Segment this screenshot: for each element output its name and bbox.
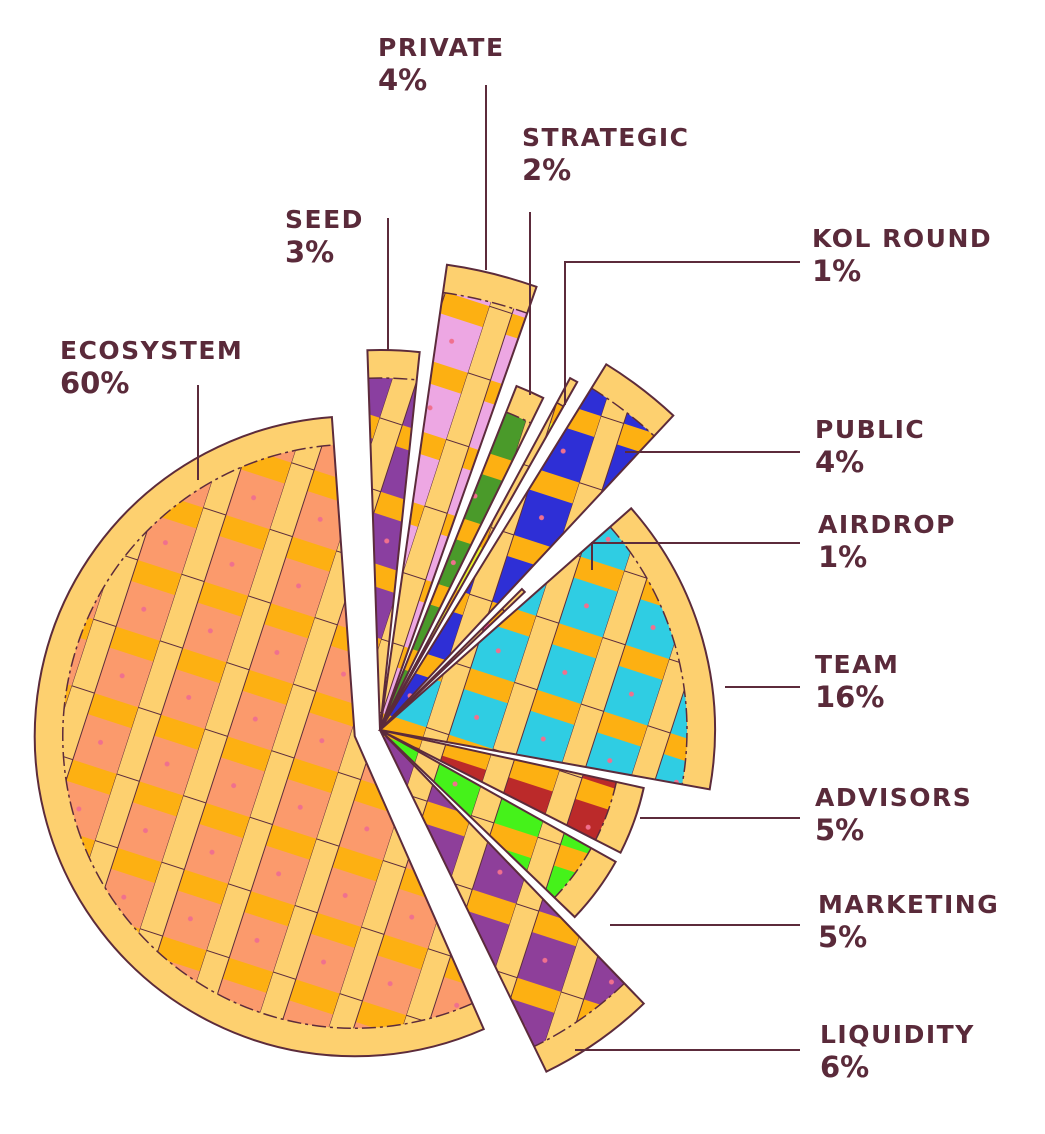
slice-crust-edge — [442, 291, 528, 314]
slice-name: TEAM — [815, 650, 900, 679]
slice-outline — [379, 263, 538, 731]
slice-ecosystem — [33, 416, 486, 1058]
slice-crust-edge — [62, 444, 473, 1029]
slice-outline — [379, 362, 675, 731]
slice-outline — [366, 349, 421, 731]
slice-crust — [442, 264, 537, 314]
slice-liquidity — [379, 729, 646, 1073]
slice-value: 60% — [60, 366, 130, 400]
slice-outline — [379, 587, 527, 731]
slice-lattice — [380, 386, 544, 730]
slice-value: 6% — [820, 1050, 870, 1084]
slice-name: LIQUIDITY — [820, 1020, 975, 1049]
slice-lattice — [380, 508, 715, 790]
slice-value: 1% — [812, 254, 862, 288]
slice-public — [379, 362, 675, 731]
slice-crust — [34, 417, 484, 1057]
slice-name: AIRDROP — [818, 510, 956, 539]
slice-strategic — [379, 384, 545, 731]
slice-name: ADVISORS — [815, 783, 973, 812]
slice-crust-edge — [533, 982, 625, 1048]
slice-lattice — [367, 350, 420, 730]
slice-name: PRIVATE — [378, 33, 505, 62]
slice-value: 5% — [815, 813, 865, 847]
slice-outline — [379, 376, 579, 731]
slice-crust — [595, 781, 644, 853]
slice-lattice — [380, 730, 616, 918]
slice-private — [379, 263, 538, 731]
leader-airdrop — [591, 542, 800, 570]
slice-marketing — [379, 729, 618, 919]
slice-lattice — [380, 730, 644, 853]
slice-name: MARKETING — [818, 890, 1000, 919]
slice-crust-edge — [591, 387, 655, 437]
slice-value: 16% — [815, 680, 885, 714]
slice-kol-round — [379, 376, 579, 731]
slice-seed — [366, 349, 421, 731]
slice-crust — [367, 350, 420, 380]
slice-lattice — [380, 364, 674, 730]
slice-name: STRATEGIC — [522, 123, 690, 152]
slice-lattice — [380, 264, 537, 730]
slice-advisors — [379, 729, 645, 855]
slice-outline — [379, 729, 618, 919]
slice-name: SEED — [285, 205, 364, 234]
slice-airdrop — [379, 587, 527, 731]
slice-crust-edge — [553, 847, 592, 899]
slice-team — [377, 506, 716, 791]
slice-outline — [33, 416, 486, 1058]
slice-crust — [610, 508, 715, 790]
slice-name: ECOSYSTEM — [60, 336, 244, 365]
slice-value: 5% — [818, 920, 868, 954]
slice-name: KOL ROUND — [812, 224, 993, 253]
slice-name: PUBLIC — [815, 415, 926, 444]
slice-crust-edge — [594, 781, 618, 841]
slice-crust — [554, 847, 616, 918]
slice-value: 4% — [815, 445, 865, 479]
slice-crust — [506, 386, 544, 424]
leader-kol — [564, 261, 800, 405]
slice-outline — [377, 506, 716, 791]
slice-value: 1% — [818, 540, 868, 574]
slice-crust-edge — [609, 526, 688, 785]
slice-lattice — [34, 417, 484, 1057]
slice-value: 2% — [522, 153, 572, 187]
slice-lattice — [380, 730, 644, 1072]
slice-outline — [379, 729, 645, 855]
slice-crust — [591, 364, 674, 437]
slice-outline — [379, 729, 646, 1073]
slice-crust — [533, 983, 644, 1072]
slice-value: 3% — [285, 235, 335, 269]
slice-value: 4% — [378, 63, 428, 97]
